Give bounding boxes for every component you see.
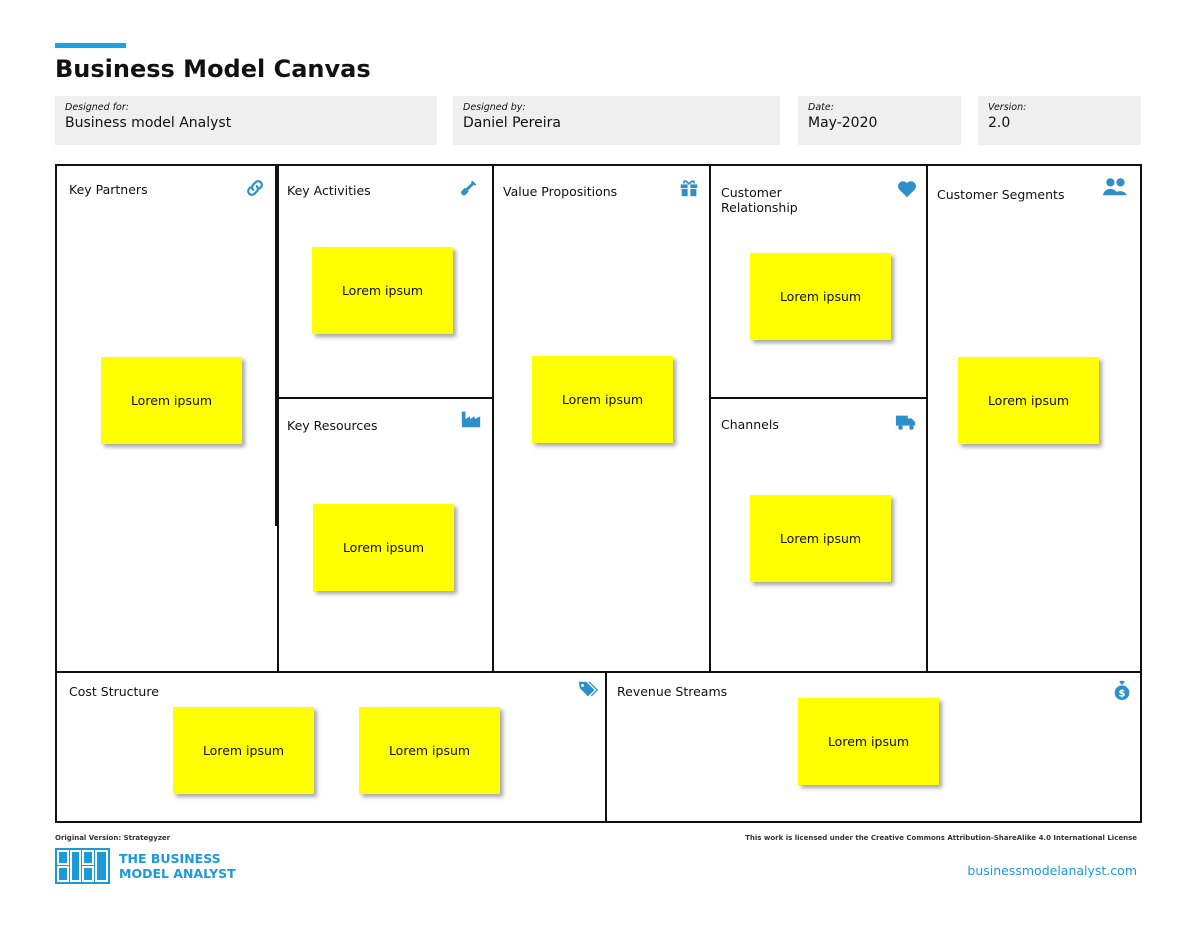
revenue-streams-title: Revenue Streams — [617, 684, 728, 699]
sticky-note[interactable]: Lorem ipsum — [313, 504, 454, 591]
channels-title: Channels — [721, 417, 779, 432]
designed-for-field[interactable]: Designed for: Business model Analyst — [55, 96, 437, 145]
divider — [277, 166, 279, 671]
factory-icon — [460, 408, 482, 430]
value-propositions-title: Value Propositions — [503, 184, 618, 199]
key-resources-title: Key Resources — [287, 418, 378, 433]
divider — [57, 671, 1140, 673]
money-bag-icon: $ — [1111, 679, 1133, 701]
date-value[interactable]: May-2020 — [808, 115, 878, 131]
designed-by-field[interactable]: Designed by: Daniel Pereira — [453, 96, 780, 145]
logo-line-2: MODEL ANALYST — [119, 866, 236, 881]
designed-for-label: Designed for: — [65, 102, 129, 113]
svg-text:$: $ — [1118, 688, 1125, 699]
divider — [709, 397, 928, 399]
accent-bar — [55, 43, 126, 48]
tag-icon — [577, 679, 599, 701]
date-field[interactable]: Date: May-2020 — [798, 96, 961, 145]
sticky-note[interactable]: Lorem ipsum — [750, 495, 891, 582]
version-field[interactable]: Version: 2.0 — [978, 96, 1141, 145]
sticky-note[interactable]: Lorem ipsum — [359, 707, 500, 794]
sticky-note[interactable]: Lorem ipsum — [750, 253, 891, 340]
business-model-analyst-logo — [55, 848, 110, 884]
license-note[interactable]: This work is licensed under the Creative… — [745, 834, 1137, 842]
divider — [277, 397, 494, 399]
designed-for-value[interactable]: Business model Analyst — [65, 115, 232, 131]
truck-icon — [895, 411, 917, 433]
sticky-note[interactable]: Lorem ipsum — [532, 356, 673, 443]
divider — [926, 166, 928, 671]
sticky-note[interactable]: Lorem ipsum — [101, 357, 242, 444]
original-version-note: Original Version: Strategyzer — [55, 834, 171, 842]
heart-icon — [896, 178, 918, 200]
sticky-note[interactable]: Lorem ipsum — [173, 707, 314, 794]
designed-by-value[interactable]: Daniel Pereira — [463, 115, 561, 131]
business-model-canvas: Key Partners Lorem ipsum Key Activities … — [55, 164, 1142, 823]
designed-by-label: Designed by: — [463, 102, 526, 113]
divider — [492, 166, 494, 671]
gift-icon — [678, 177, 700, 199]
key-partners-title: Key Partners — [69, 182, 148, 197]
logo-text: THE BUSINESS MODEL ANALYST — [119, 851, 236, 881]
version-value[interactable]: 2.0 — [988, 115, 1011, 131]
customer-relationship-title: Customer Relationship — [721, 185, 798, 215]
customer-segments-title: Customer Segments — [937, 187, 1065, 202]
sticky-note[interactable]: Lorem ipsum — [312, 247, 453, 334]
date-label: Date: — [808, 102, 834, 113]
sticky-note[interactable]: Lorem ipsum — [958, 357, 1099, 444]
divider — [275, 166, 277, 526]
version-label: Version: — [988, 102, 1027, 113]
divider — [605, 671, 607, 821]
logo-line-1: THE BUSINESS — [119, 851, 221, 866]
key-activities-title: Key Activities — [287, 183, 371, 198]
cost-structure-title: Cost Structure — [69, 684, 159, 699]
link-icon — [244, 177, 266, 199]
divider — [709, 166, 711, 671]
page-title: Business Model Canvas — [55, 55, 371, 83]
website-link[interactable]: businessmodelanalyst.com — [967, 863, 1137, 878]
users-icon — [1101, 176, 1129, 198]
sticky-note[interactable]: Lorem ipsum — [798, 698, 939, 785]
shovel-icon — [457, 178, 479, 200]
